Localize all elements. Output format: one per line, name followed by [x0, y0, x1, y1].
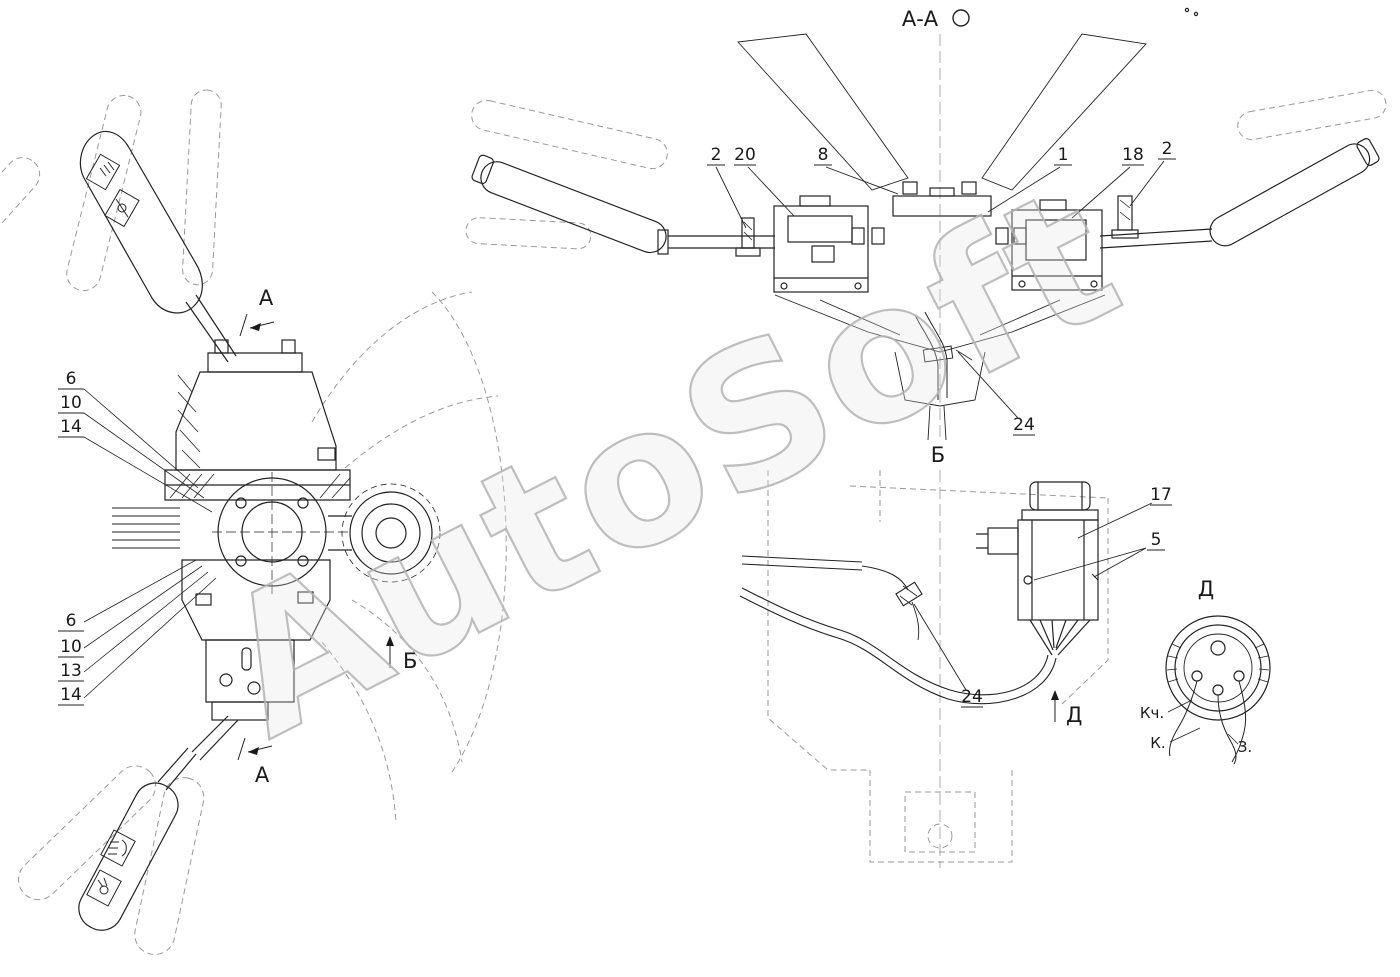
callout-8: 8 [818, 145, 829, 165]
callout-stack-lower: 6 10 13 14 [58, 559, 217, 706]
aa-right-lever [1209, 138, 1380, 247]
cable-clamp [922, 345, 954, 363]
view-d-arrow: Д [1051, 690, 1082, 727]
aa-left-lever [471, 154, 667, 254]
callout-1: 1 [1058, 145, 1069, 165]
label-d-arrow: Д [1066, 703, 1082, 727]
mounting-plate [892, 181, 992, 217]
column-shroud [737, 33, 1147, 441]
wire-bundle-left [112, 507, 180, 549]
view-d-wire-labels: Кч. К. З. [1140, 699, 1252, 756]
label-wire-kch: Кч. [1140, 704, 1164, 722]
callout-6: 6 [66, 369, 77, 389]
callout-13: 13 [60, 661, 82, 681]
label-b-arrow: Б [403, 649, 417, 673]
callout-20: 20 [734, 145, 756, 165]
callout-14: 14 [60, 417, 82, 437]
left-ghost-outlines [0, 89, 507, 956]
wiper-icon [104, 188, 140, 228]
aa-ghost-levers [465, 89, 1387, 250]
switch-connector [987, 527, 1019, 555]
section-symbol-circle [952, 9, 970, 27]
upper-stalk-lever [79, 130, 237, 363]
view-b-callouts: 17 5 24 [913, 485, 1172, 708]
side-brackets [735, 195, 1139, 257]
callout-2: 2 [711, 145, 722, 165]
callout-24: 24 [1013, 415, 1035, 435]
washer-icon [85, 153, 121, 191]
aa-wire-bundle [914, 311, 973, 400]
section-arrow-a-bottom: А [237, 737, 273, 787]
view-b-clamp [895, 581, 923, 641]
view-b-panel-outlines [767, 470, 1109, 863]
connector-plug [1165, 615, 1271, 765]
washer-lower-icon [86, 869, 122, 907]
left-assembly-view: А А Б 6 10 14 6 10 [0, 89, 507, 956]
callout-18: 18 [1122, 145, 1144, 165]
corner-marks [1184, 7, 1190, 13]
view-d: Д Кч. К. З. [1140, 577, 1271, 765]
switch-column-body [112, 339, 441, 761]
ignition-switch [976, 481, 1099, 656]
callout-stack-upper: 6 10 14 [58, 369, 213, 513]
lower-stalk-lever [78, 747, 197, 931]
section-arrow-a-top: А [239, 286, 275, 337]
view-b: Б [739, 443, 1172, 868]
aa-callouts: 2 20 8 1 18 2 24 [707, 139, 1176, 436]
view-b-arrow: Б [386, 636, 417, 673]
headlight-icon [100, 829, 136, 867]
callout-6b: 6 [66, 611, 77, 631]
section-aa-view: А-А [465, 7, 1387, 441]
callout-5: 5 [1151, 530, 1162, 550]
label-view-b: Б [931, 443, 945, 467]
right-switch-block [995, 199, 1103, 291]
watermark: AutoSoft [189, 143, 1152, 780]
callout-17: 17 [1150, 485, 1172, 505]
callout-10b: 10 [60, 637, 82, 657]
label-a-top: А [259, 286, 274, 310]
label-wire-k: К. [1150, 734, 1165, 752]
left-switch-block [773, 195, 885, 293]
callout-2b: 2 [1162, 139, 1173, 159]
section-aa-title: А-А [902, 7, 1199, 31]
label-wire-z: З. [1238, 738, 1252, 756]
callout-10: 10 [60, 393, 82, 413]
label-a-bottom: А [255, 763, 270, 787]
view-b-harness [739, 555, 1057, 705]
callout-24b: 24 [961, 687, 983, 707]
hatch-section [169, 374, 351, 499]
label-view-d: Д [1198, 577, 1214, 601]
callout-14b: 14 [60, 685, 82, 705]
label-section-aa: А-А [902, 7, 939, 31]
